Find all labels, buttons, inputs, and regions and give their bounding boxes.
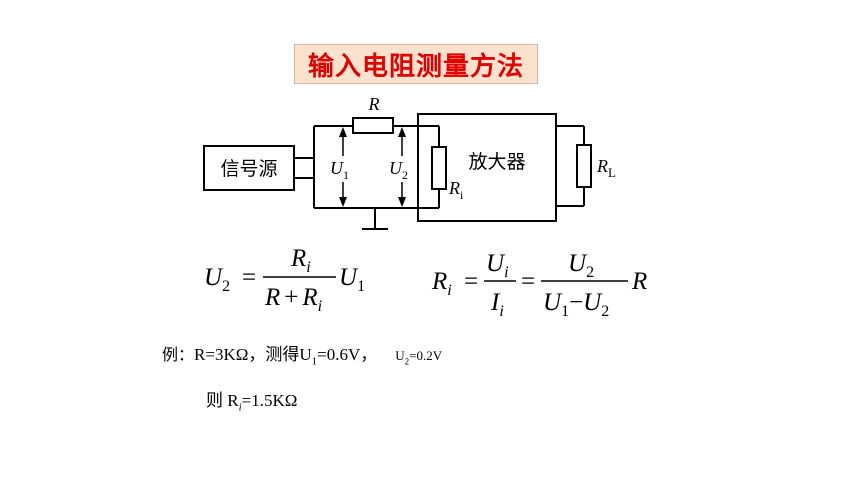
- example-u1-value: =0.6V，: [317, 345, 378, 364]
- u1-arrow-head-top: [339, 127, 347, 137]
- series-resistor-R: [352, 117, 394, 134]
- formula1-lhs: U2: [204, 264, 230, 295]
- u1-label-bg: [327, 156, 357, 182]
- u2-arrow-head-top: [398, 127, 406, 137]
- example-u2-sub: 2: [404, 356, 410, 367]
- formula2-frac2-num: U2: [568, 250, 594, 281]
- formula2-equals-2: =: [521, 268, 535, 295]
- formula-u2: U2 = Ri R+Ri U1: [204, 245, 365, 315]
- u2-arrow-head-bottom: [398, 197, 406, 207]
- ri-label: Ri: [448, 178, 464, 202]
- signal-source-box: [203, 145, 295, 191]
- example-u2: U: [395, 348, 405, 363]
- signal-source-label: 信号源: [220, 158, 277, 180]
- example-u2-value: =0.2V: [409, 348, 443, 363]
- formula2-frac1-num: Ui: [486, 250, 509, 281]
- u1-label: U1: [330, 158, 349, 182]
- u2-label-bg: [386, 156, 416, 182]
- title-banner: 输入电阻测量方法: [294, 44, 538, 84]
- formula1-denominator: R+Ri: [264, 284, 322, 315]
- example-prefix: 例：: [162, 345, 195, 364]
- rl-label: RL: [596, 156, 616, 180]
- input-resistor-Ri: [431, 146, 447, 190]
- resistor-R-label: R: [368, 94, 380, 114]
- page-title: 输入电阻测量方法: [307, 51, 524, 82]
- load-resistor-RL: [576, 144, 592, 188]
- formula-ri: Ri = Ui Ii = U2 U1−U2 R: [431, 250, 647, 320]
- result-value: =1.5KΩ: [241, 391, 298, 410]
- u1-arrow-head-bottom: [339, 197, 347, 207]
- formula1-equals: =: [242, 264, 256, 291]
- result-prefix: 则 R: [206, 391, 239, 410]
- result-sub: i: [238, 401, 242, 414]
- amplifier-box: [417, 113, 557, 222]
- formula2-frac2-den: U1−U2: [543, 289, 609, 320]
- u2-label: U2: [389, 158, 408, 182]
- formula1-tail: U1: [339, 264, 365, 295]
- formula2-tail: R: [631, 268, 647, 295]
- result-line: 则 Ri=1.5KΩ: [206, 386, 297, 413]
- formula2-frac1-den: Ii: [490, 289, 504, 320]
- example-line: 例：R=3KΩ，测得U1=0.6V， U2=0.2V: [162, 340, 442, 367]
- formula2-lhs: Ri: [431, 268, 452, 299]
- formula1-numerator: Ri: [290, 245, 311, 276]
- amplifier-label: 放大器: [468, 151, 525, 173]
- example-given: R=3KΩ，测得U: [194, 345, 312, 364]
- formula2-equals-1: =: [464, 268, 478, 295]
- example-u1-sub: 1: [311, 355, 318, 368]
